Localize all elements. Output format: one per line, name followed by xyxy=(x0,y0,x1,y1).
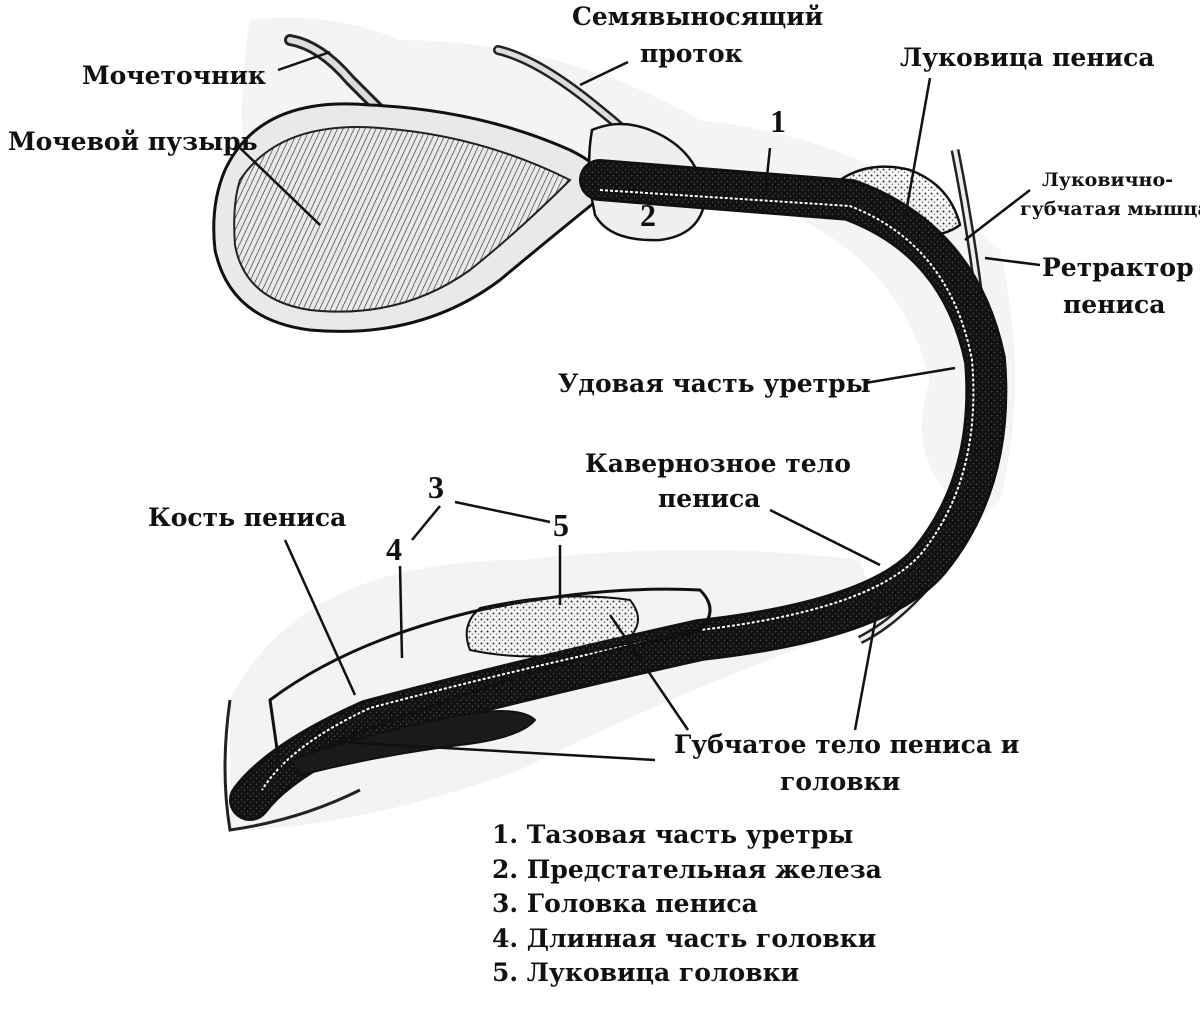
bulbus-glandis xyxy=(465,595,639,658)
ureter-inner xyxy=(287,37,383,113)
label-retractor-line1: Ретрактор xyxy=(1042,253,1194,282)
legend-item-1: 1. Тазовая часть уретры xyxy=(492,820,854,849)
label-retractor-line2: пениса xyxy=(1063,290,1166,319)
label-ureter: Мочеточник xyxy=(82,61,266,90)
marker-4: 4 xyxy=(386,531,402,567)
label-spongy-body-line1: Губчатое тело пениса и xyxy=(674,730,1020,759)
prepuce xyxy=(223,699,361,832)
marker-2: 2 xyxy=(640,197,656,233)
marker-5: 5 xyxy=(553,507,569,543)
legend: 1. Тазовая часть уретры 2. Предстательна… xyxy=(492,818,882,991)
os-penis xyxy=(288,710,537,777)
marker-1: 1 xyxy=(770,103,786,139)
bladder-muscle xyxy=(233,126,572,313)
label-spongy-body-line2: головки xyxy=(780,767,901,796)
legend-item-3: 3. Головка пениса xyxy=(492,889,758,918)
penis-shaft-spongy xyxy=(232,162,1005,818)
legend-item-4: 4. Длинная часть головки xyxy=(492,923,877,953)
label-bulbospongiosus-line1: Луковично- xyxy=(1042,169,1174,191)
glans-outline xyxy=(268,587,712,773)
label-cavernous-body-line2: пениса xyxy=(658,484,761,513)
marker-3: 3 xyxy=(428,469,444,505)
label-bladder: Мочевой пузырь xyxy=(8,127,258,156)
label-cavernous-body-line1: Кавернозное тело xyxy=(585,449,851,478)
label-vas-deferens-line1: Семявыносящий xyxy=(572,2,824,31)
label-ischial-urethra: Удовая часть уретры xyxy=(558,369,871,398)
label-bulbospongiosus-line2: губчатая мышца xyxy=(1020,198,1200,220)
urethra-lumen xyxy=(261,189,975,791)
legend-item-2: 2. Предстательная железа xyxy=(492,854,882,884)
label-os-penis: Кость пениса xyxy=(148,503,347,532)
leader-lines xyxy=(239,50,1041,762)
label-penile-bulb: Луковица пениса xyxy=(900,43,1155,72)
legend-item-5: 5. Луковица головки xyxy=(492,958,800,987)
label-vas-deferens-line2: проток xyxy=(640,39,743,68)
